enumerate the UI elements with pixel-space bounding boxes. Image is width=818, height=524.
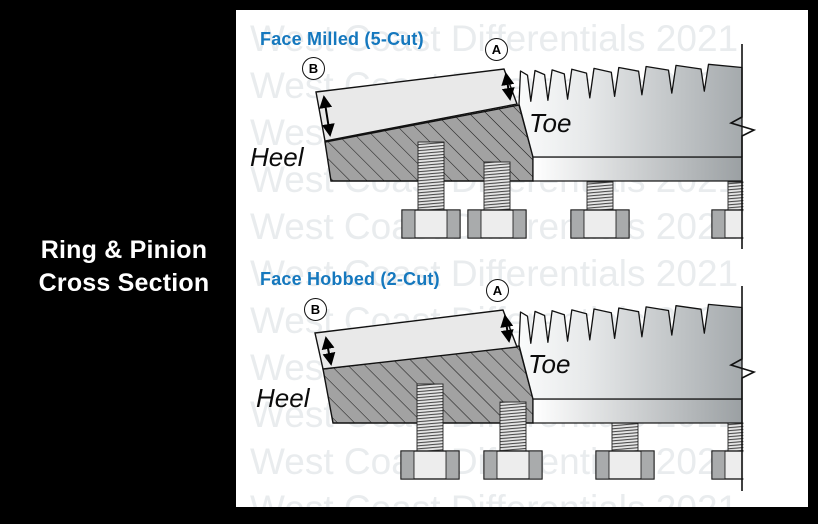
diagram-title-face-hobbed: Face Hobbed (2-Cut) [260, 269, 440, 289]
heel-label-face-milled: Heel [250, 142, 304, 172]
callout-b-label: B [308, 61, 319, 76]
callout-a-label: A [491, 42, 502, 57]
callout-b-face-hobbed: B [304, 298, 327, 321]
watermark-text: West Coast Differentials 2021 [250, 206, 739, 247]
watermark-text: West Coast Differentials 2021 [250, 159, 739, 200]
heel-label-face-hobbed: Heel [256, 383, 310, 413]
drawing-panel: West Coast Differentials 2021 West Coast… [236, 10, 808, 507]
callout-a-label: A [492, 283, 503, 298]
callout-a-face-milled: A [485, 38, 508, 61]
watermark-text: West Coast Differentials 2021 [250, 112, 739, 153]
watermark-text: West Coast Differentials 2021 [250, 490, 738, 507]
callout-b-label: B [310, 302, 321, 317]
figure-title: Ring & Pinion Cross Section [18, 234, 230, 299]
callout-b-face-milled: B [302, 57, 325, 80]
watermark-text: West Coast Differentials 2021 [250, 347, 739, 388]
toe-label-face-hobbed: Toe [528, 349, 571, 379]
watermark-text: West Coast Differentials 2021 [250, 441, 739, 482]
figure-title-line1: Ring & Pinion [40, 236, 208, 264]
watermark-text: West Coast Differentials 2021 [250, 394, 739, 435]
figure-title-line2: Cross Section [38, 268, 210, 297]
callout-a-face-hobbed: A [486, 279, 509, 302]
toe-label-face-milled: Toe [529, 108, 572, 138]
diagram-title-face-milled: Face Milled (5-Cut) [260, 29, 424, 49]
